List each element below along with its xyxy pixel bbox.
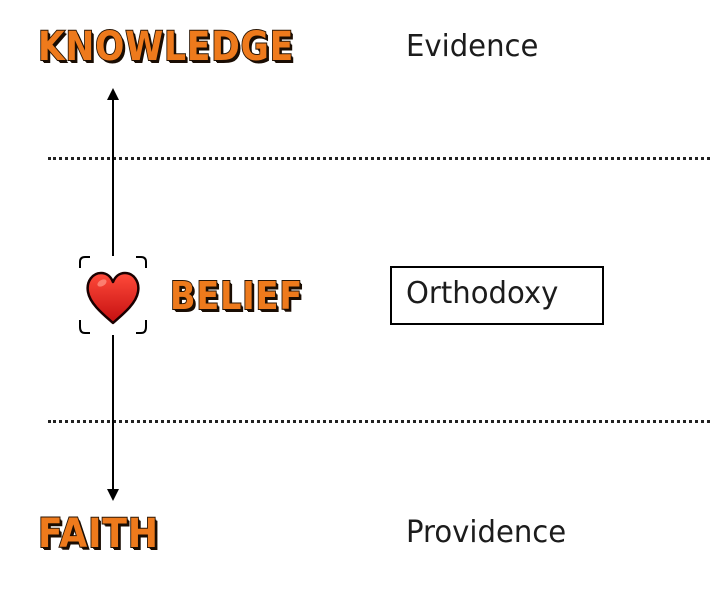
evidence-label: Evidence xyxy=(406,29,539,64)
arrowhead-down xyxy=(107,489,119,501)
heart-bracket xyxy=(79,256,147,334)
heart-icon xyxy=(86,271,140,325)
orthodoxy-label: Orthodoxy xyxy=(406,276,559,311)
knowledge-word: KNOWLEDGE xyxy=(37,24,295,70)
dotted-divider-top xyxy=(48,157,710,160)
providence-label: Providence xyxy=(406,515,567,550)
orthodoxy-box: Orthodoxy xyxy=(390,266,604,325)
belief-word: BELIEF xyxy=(169,274,304,318)
faith-word: FAITH xyxy=(37,511,159,557)
dotted-divider-bottom xyxy=(48,420,710,423)
arrowhead-up xyxy=(107,88,119,100)
